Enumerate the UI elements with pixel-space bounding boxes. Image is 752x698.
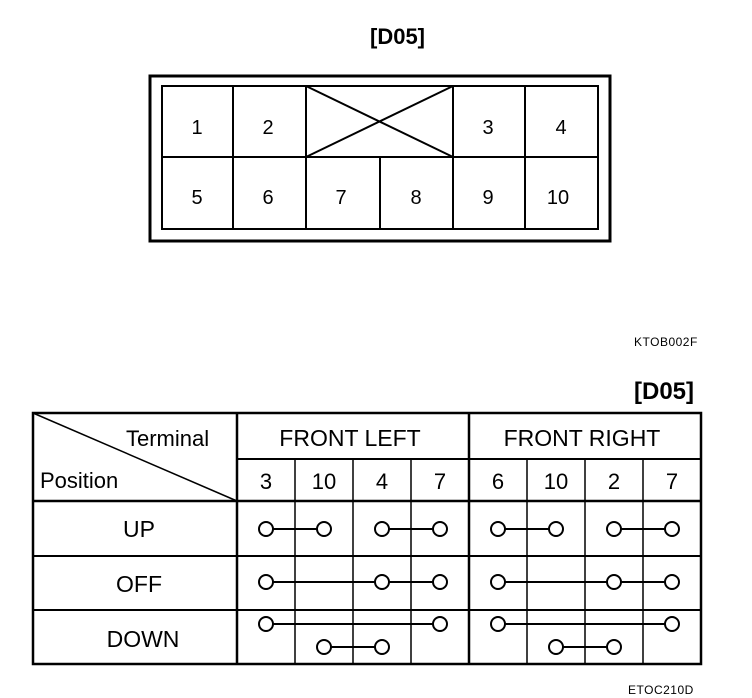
terminal-left-4: 7 <box>434 469 446 494</box>
header-terminal: Terminal <box>126 426 209 451</box>
connector-title: [D05] <box>370 24 426 49</box>
pin-6: 6 <box>262 187 273 209</box>
pin-2: 2 <box>262 117 273 139</box>
pin-7: 7 <box>335 187 346 209</box>
pin-10: 10 <box>547 187 569 209</box>
pin-5: 5 <box>191 187 202 209</box>
connector-diagram <box>148 74 612 243</box>
terminal-right-3: 2 <box>608 469 620 494</box>
continuity-up-right-6-10 <box>490 521 564 537</box>
group-front-right: FRONT RIGHT <box>504 425 661 451</box>
header-position: Position <box>40 468 118 493</box>
terminal-right-1: 6 <box>492 469 504 494</box>
position-up: UP <box>123 516 155 542</box>
continuity-down-left-3-7 <box>258 616 448 632</box>
position-off: OFF <box>116 571 162 597</box>
terminal-right-4: 7 <box>666 469 678 494</box>
terminal-left-1: 3 <box>260 469 272 494</box>
continuity-down-left-10-4 <box>316 639 390 655</box>
continuity-up-right-2-7 <box>606 521 680 537</box>
terminal-left-2: 10 <box>312 469 336 494</box>
continuity-table <box>31 411 703 666</box>
pin-4: 4 <box>555 117 566 139</box>
pin-8: 8 <box>410 187 421 209</box>
continuity-off-left-3-4-7 <box>258 574 448 590</box>
continuity-down-right-10-2 <box>548 639 622 655</box>
blocked-cavity-icon <box>305 85 454 158</box>
terminal-right-2: 10 <box>544 469 568 494</box>
pin-3: 3 <box>482 117 493 139</box>
connector-figure-code: KTOB002F <box>634 335 698 349</box>
continuity-up-left-3-10 <box>258 521 332 537</box>
table-figure-code: ETOC210D <box>628 683 694 697</box>
table-title: [D05] <box>634 378 695 405</box>
continuity-up-left-4-7 <box>374 521 448 537</box>
terminal-left-3: 4 <box>376 469 388 494</box>
continuity-down-right-6-7 <box>490 616 680 632</box>
position-down: DOWN <box>107 626 180 652</box>
group-front-left: FRONT LEFT <box>279 425 420 451</box>
continuity-off-right-6-2-7 <box>490 574 680 590</box>
pin-9: 9 <box>482 187 493 209</box>
pin-1: 1 <box>191 117 202 139</box>
